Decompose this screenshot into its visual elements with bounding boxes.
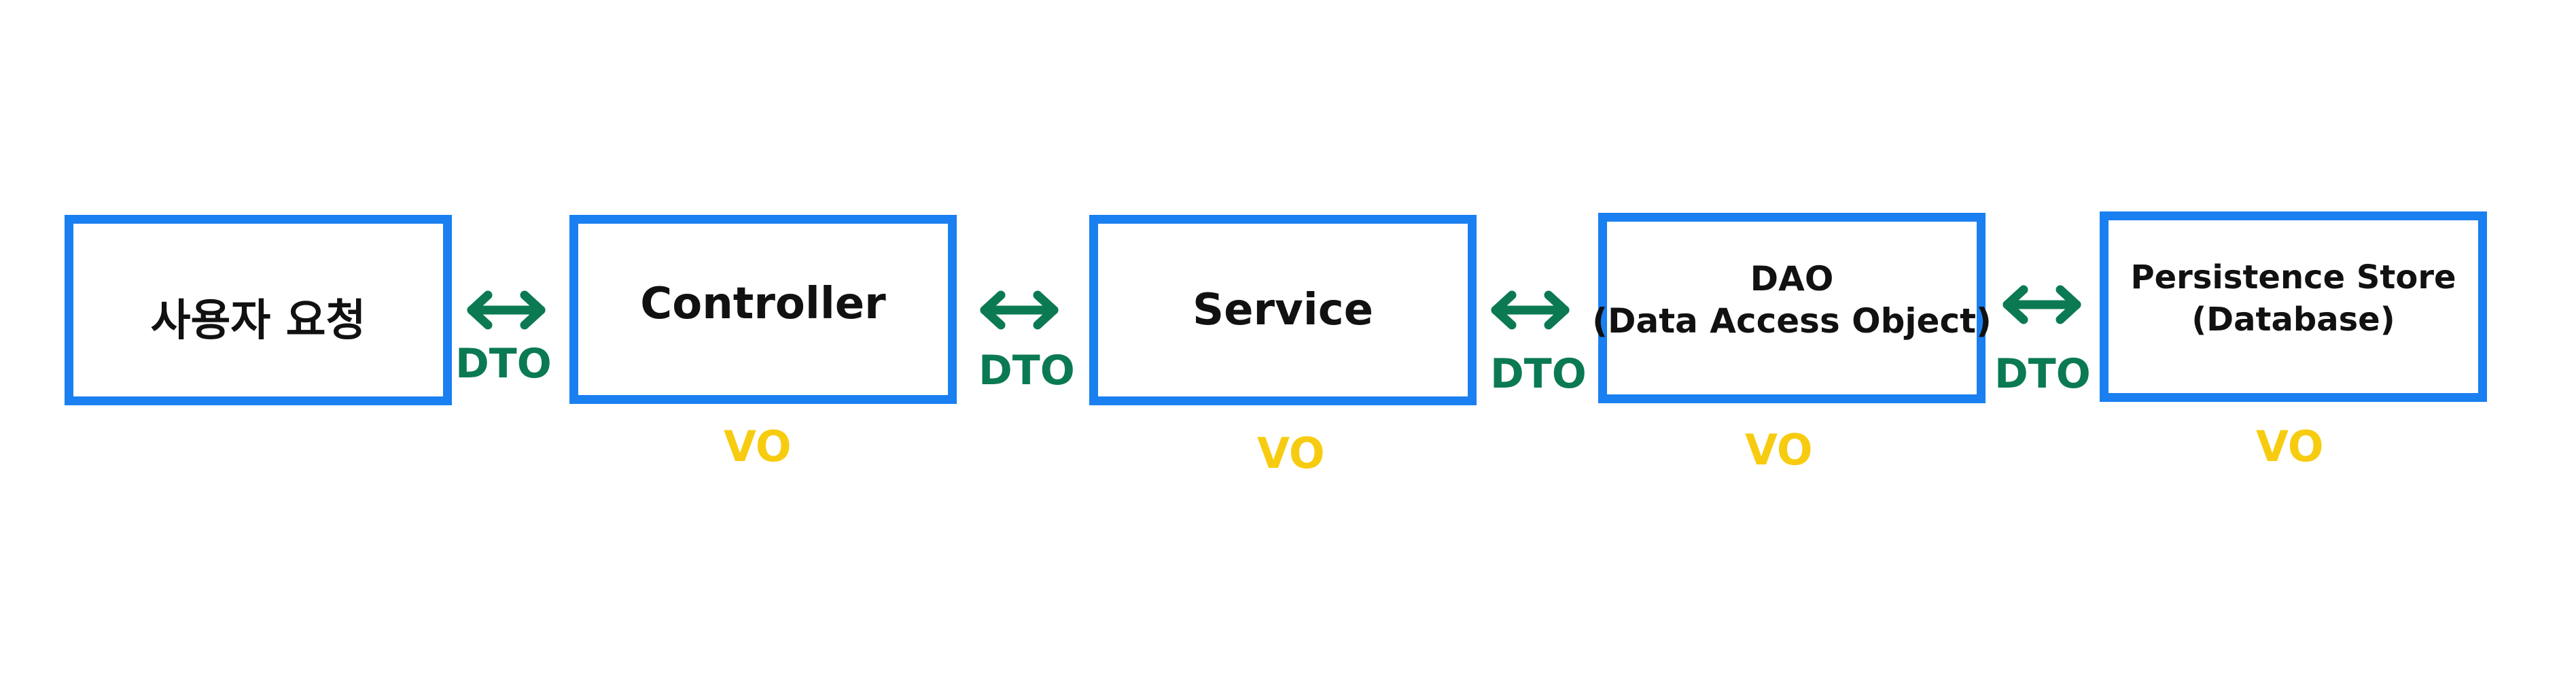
- user-request-box: 사용자 요청: [65, 215, 452, 405]
- vo-label: VO: [724, 422, 792, 471]
- vo-label: VO: [1745, 425, 1813, 475]
- double-arrow-icon: [980, 290, 1059, 330]
- user-request-label: 사용자 요청: [150, 296, 366, 346]
- controller-box: Controller: [569, 215, 957, 404]
- double-arrow-icon: [2002, 285, 2081, 324]
- controller-label: Controller: [640, 279, 886, 329]
- persistence-store-sublabel: (Database): [2191, 301, 2395, 339]
- service-box: Service: [1089, 215, 1477, 405]
- persistence-store-label: Persistence Store: [2130, 258, 2456, 296]
- double-arrow-icon: [1491, 290, 1570, 330]
- persistence-store-box: Persistence Store (Database): [2100, 211, 2487, 402]
- dto-label: DTO: [978, 347, 1075, 394]
- dao-label: DAO: [1750, 258, 1834, 299]
- dto-label: DTO: [1490, 350, 1587, 398]
- service-label: Service: [1192, 285, 1374, 335]
- vo-label: VO: [1257, 428, 1325, 478]
- dao-sublabel: (Data Access Object): [1592, 301, 1992, 341]
- dto-label: DTO: [455, 340, 552, 388]
- dto-label: DTO: [1994, 350, 2091, 398]
- dao-box: DAO (Data Access Object): [1592, 213, 1992, 403]
- double-arrow-icon: [467, 290, 546, 330]
- vo-label: VO: [2256, 422, 2324, 471]
